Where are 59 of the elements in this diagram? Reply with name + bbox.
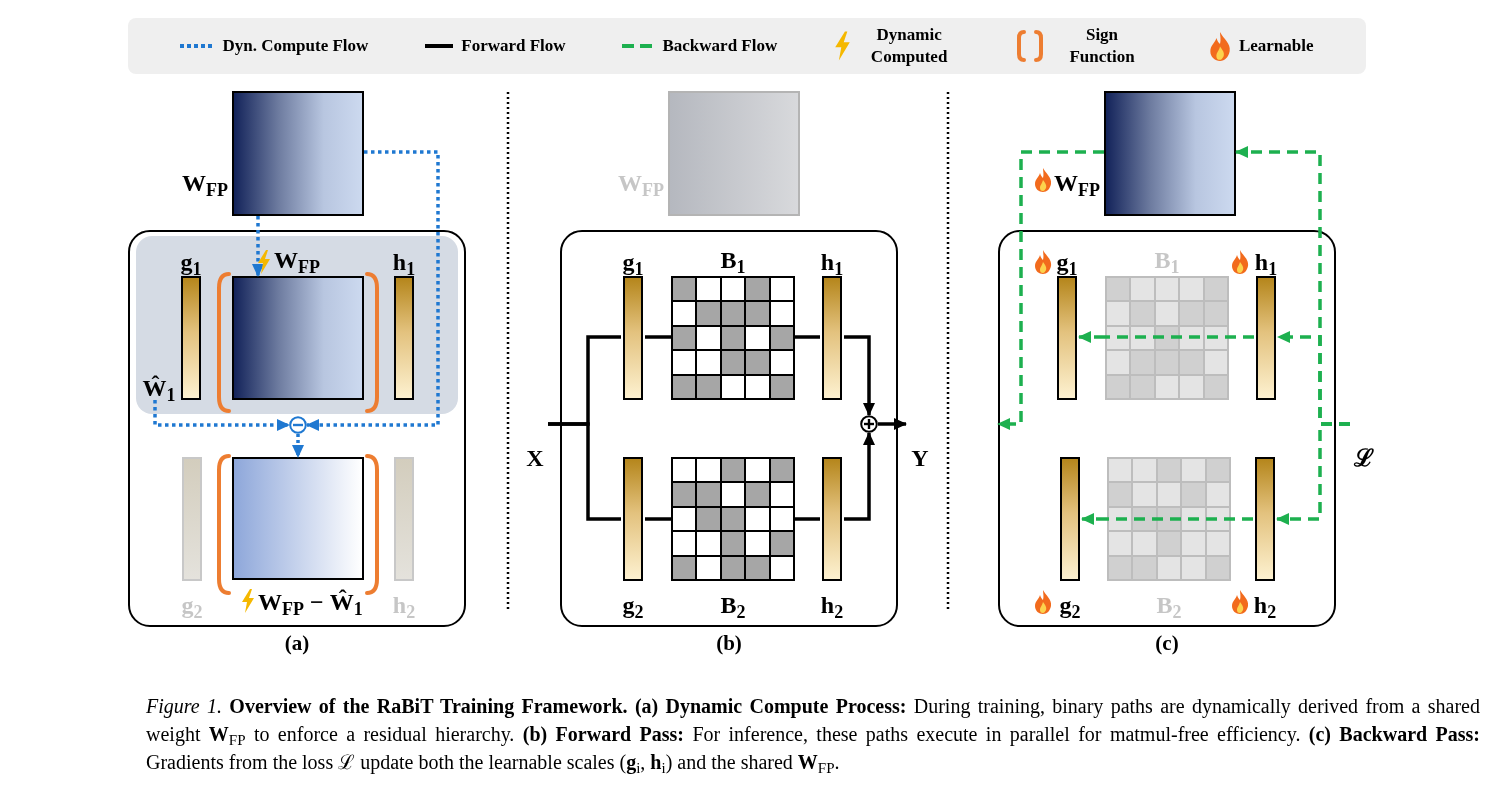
panel-frame (128, 230, 466, 627)
legend-label: Learnable (1238, 35, 1314, 57)
vector-label: h$_{2}$ (392, 593, 416, 617)
matrix-label: B$_{2}$ (720, 593, 746, 617)
vector-label: g$_{1}$ (622, 250, 644, 274)
arrow (997, 150, 1104, 430)
variable-label: X (526, 446, 544, 470)
arrow (844, 432, 875, 521)
variable-label: W$_{FP}$ (182, 170, 228, 196)
variable-label: W$_{FP}$ (274, 247, 320, 273)
arrow (844, 335, 875, 416)
vector-label: h$_{1}$ (1254, 250, 1278, 274)
matrix-label: B$_{1}$ (720, 248, 746, 272)
connector-line (1107, 517, 1253, 521)
variable-label: W$_{FP}$ (1054, 170, 1100, 196)
arrow (252, 216, 264, 277)
variable-label: Y (911, 446, 929, 470)
connector-line (645, 517, 671, 521)
vector-label: g$_{1}$ (1056, 250, 1078, 274)
connector-line (548, 422, 621, 521)
panel-caption: (b) (716, 633, 742, 654)
arrow (1078, 331, 1105, 343)
sum-circle (860, 415, 878, 433)
vector-label: h$_{2}$ (820, 593, 844, 617)
arrow (878, 418, 907, 430)
variable-label: ℒ (1354, 446, 1374, 470)
arrow (153, 400, 290, 431)
vector-label: h$_{2}$ (1253, 593, 1277, 617)
arrow (1081, 513, 1107, 525)
panel-frame (998, 230, 1336, 627)
connector-line (645, 335, 671, 339)
vector-label: h$_{1}$ (820, 250, 844, 274)
legend-label: Backward Flow (662, 35, 778, 57)
matrix-label: B$_{1}$ (1154, 248, 1180, 272)
variable-label: W$_{FP}$ − Ŵ$_{1}$ (258, 589, 363, 615)
panel-frame (560, 230, 898, 627)
shaded-region (136, 236, 458, 414)
legend-label: Dyn. Compute Flow (222, 35, 369, 57)
variable-label: W$_{FP}$ (618, 170, 664, 196)
arrow (292, 434, 304, 458)
connector-line (795, 517, 820, 521)
vector-label: g$_{2}$ (181, 593, 203, 617)
subtract-circle (289, 416, 307, 434)
vector-label: h$_{1}$ (392, 250, 416, 274)
legend-label: Dynamic Computed (869, 24, 949, 68)
matrix-label: B$_{2}$ (1156, 593, 1182, 617)
vector-label: g$_{1}$ (180, 250, 202, 274)
legend-label: Sign Function (1068, 24, 1136, 68)
connector-line (1105, 335, 1254, 339)
arrow (306, 150, 440, 431)
legend-label: Forward Flow (461, 35, 566, 57)
variable-label: Ŵ$_{1}$ (142, 376, 176, 400)
arrow (1276, 422, 1350, 525)
panel-caption: (a) (284, 633, 310, 654)
connector-line (795, 335, 820, 339)
vector-label: g$_{2}$ (1059, 593, 1081, 617)
panel-caption: (c) (1155, 633, 1179, 654)
vector-label: g$_{2}$ (622, 593, 644, 617)
figure-caption: Figure 1. Overview of the RaBiT Training Framework. (a) Dynamic Compute Process: During training, binary paths are dynamically derived from a shared weight W$_{FP}$ to enforce a residual hierarchy. (b) Forward Pass: For inference, these paths execute in parallel for matmul-free efficiency. (c) Backward Pass: Gradients from the loss ℒ update both the learnable scales (g$_{i}$, h$_{i}$) and the shared W$_{FP}$. (146, 694, 1480, 776)
